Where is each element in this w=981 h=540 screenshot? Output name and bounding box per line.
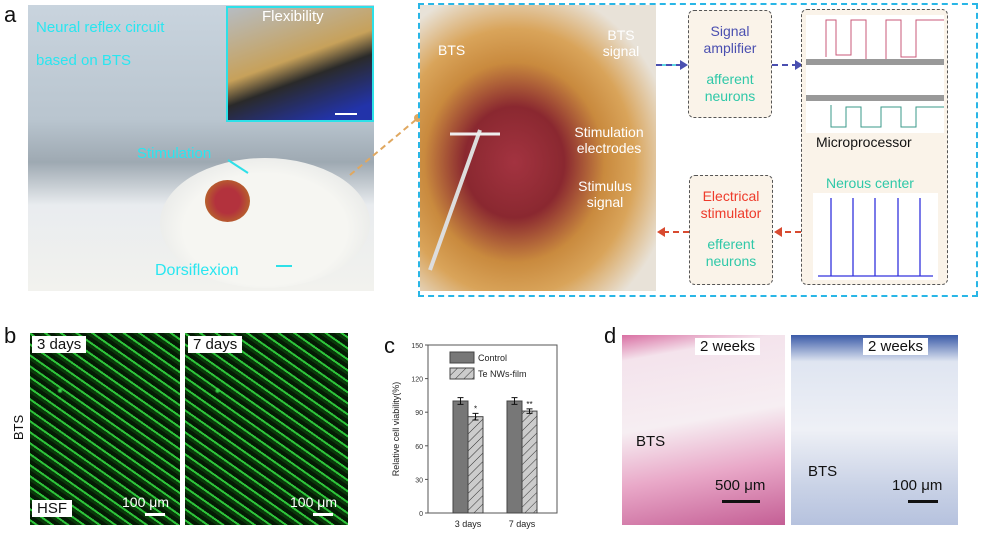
title-line2: based on BTS bbox=[36, 52, 132, 69]
tag-2-weeks-1: 2 weeks bbox=[695, 338, 761, 355]
tag-3-days: 3 days bbox=[32, 336, 87, 353]
microprocessor-label: Microprocessor bbox=[816, 134, 912, 150]
cell-image-3days bbox=[30, 333, 180, 525]
panel-d-label: d bbox=[604, 323, 617, 348]
legend-entry: Te NWs-film bbox=[478, 369, 527, 379]
tag-2-weeks-2: 2 weeks bbox=[863, 338, 929, 355]
microprocessor-waveforms bbox=[806, 15, 944, 133]
error-bar bbox=[511, 397, 518, 405]
stim-sub: efferent neurons bbox=[705, 236, 757, 269]
y-tick-label: 120 bbox=[411, 377, 423, 384]
bar-control bbox=[452, 400, 469, 514]
stimulation-label: Stimulation bbox=[137, 145, 212, 162]
scale-label-b2: 100 μm bbox=[290, 494, 337, 510]
zoom-connector bbox=[349, 117, 419, 176]
scale-bar-b2 bbox=[313, 513, 333, 516]
bts-label: BTS bbox=[438, 42, 466, 58]
bts-row-label: BTS bbox=[11, 414, 27, 441]
nerous-center-label: Nerous center bbox=[826, 175, 914, 191]
panel-a-label: a bbox=[4, 2, 17, 27]
spike-train bbox=[813, 193, 938, 280]
error-bar bbox=[457, 397, 464, 405]
bar-control bbox=[506, 400, 523, 514]
bts-label-d2: BTS bbox=[808, 463, 838, 480]
flexible-circuit-inset bbox=[226, 6, 374, 122]
scale-bar-d1 bbox=[722, 500, 760, 503]
scale-label-d1: 500 μm bbox=[715, 477, 766, 494]
x-tick-label: 7 days bbox=[509, 519, 536, 529]
panel-b-label: b bbox=[4, 323, 17, 348]
legend-entry: Control bbox=[478, 353, 507, 363]
stim-title: Electrical stimulator bbox=[700, 188, 762, 221]
inset-title: Flexibility bbox=[262, 8, 324, 25]
forceps-icon bbox=[428, 129, 500, 271]
scale-bar-d2 bbox=[908, 500, 938, 503]
y-tick-label: 90 bbox=[415, 410, 423, 417]
wound-site bbox=[205, 180, 250, 222]
error-bar bbox=[526, 408, 533, 414]
bar-te-nws-film bbox=[467, 416, 484, 514]
significance-mark: * bbox=[474, 404, 477, 413]
viability-chart: 0 30 60 90 120 150 * 3 days ** 7 days Control Te … bbox=[391, 343, 558, 529]
bar-te-nws-film bbox=[521, 410, 538, 514]
tag-7-days: 7 days bbox=[188, 336, 243, 353]
cell-image-7days bbox=[185, 333, 348, 525]
signal-amplifier-box: Signal amplifier afferent neurons bbox=[688, 10, 772, 118]
legend-swatch bbox=[449, 367, 475, 380]
bts-label-d1: BTS bbox=[636, 433, 666, 450]
surgery-photo bbox=[420, 5, 656, 291]
he-stain-image bbox=[622, 335, 785, 525]
panel-c-label: c bbox=[384, 333, 395, 358]
plot-frame bbox=[427, 344, 558, 514]
circuit-diagram-box bbox=[418, 3, 978, 297]
y-tick-label: 0 bbox=[419, 511, 423, 518]
y-tick-label: 30 bbox=[415, 477, 423, 484]
error-bar bbox=[472, 412, 479, 421]
scale-bar-b1 bbox=[145, 513, 165, 516]
amp-title: Signal amplifier bbox=[703, 23, 757, 56]
bts-signal-label: BTS signal bbox=[602, 27, 640, 59]
stimulus-signal-label: Stimulus signal bbox=[578, 178, 632, 210]
y-axis-label: Relative cell viability(%) bbox=[391, 382, 401, 477]
toluidine-stain-image bbox=[791, 335, 958, 525]
y-tick-label: 60 bbox=[415, 444, 423, 451]
x-tick-label: 3 days bbox=[455, 519, 482, 529]
title-line1: Neural reflex circuit bbox=[36, 19, 165, 36]
scale-label-d2: 100 μm bbox=[892, 477, 943, 494]
waveform-lower bbox=[830, 105, 944, 128]
stimulation-arrow-icon bbox=[227, 159, 249, 174]
electrical-stimulator-box: Electrical stimulator efferent neurons bbox=[689, 175, 773, 285]
stim-electrodes-label: Stimulation electrodes bbox=[574, 124, 644, 156]
y-tick-label: 150 bbox=[411, 343, 423, 350]
highlight-oval bbox=[160, 158, 370, 288]
legend-swatch bbox=[449, 351, 475, 364]
significance-mark: ** bbox=[526, 400, 532, 409]
tag-hsf: HSF bbox=[32, 500, 72, 517]
dorsiflexion-label: Dorsiflexion bbox=[155, 262, 239, 279]
scale-bar bbox=[335, 113, 357, 115]
amp-sub: afferent neurons bbox=[704, 71, 756, 104]
scale-label-b1: 100 μm bbox=[122, 494, 169, 510]
